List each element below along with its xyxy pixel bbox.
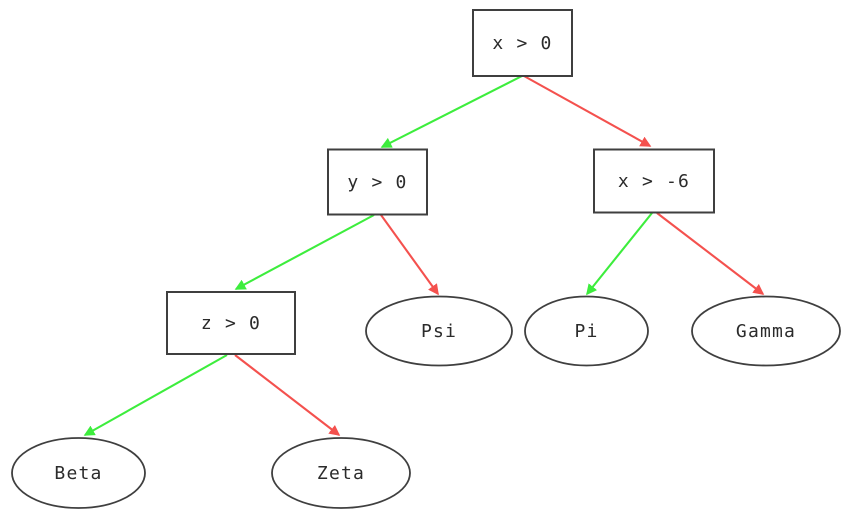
- node-label-zeta: Zeta: [317, 463, 365, 484]
- node-psi[interactable]: Psi: [365, 295, 513, 367]
- edge-xm6-to-gamma-false: [656, 212, 765, 295]
- node-xm6[interactable]: x > -6: [593, 148, 715, 214]
- node-z0[interactable]: z > 0: [166, 291, 296, 355]
- node-label-gamma: Gamma: [736, 321, 796, 342]
- edge-y0-to-psi-false: [380, 214, 439, 296]
- node-pi[interactable]: Pi: [524, 295, 649, 367]
- edge-root-to-xm6-false: [523, 75, 652, 147]
- node-ellipse-beta[interactable]: [11, 437, 146, 509]
- node-rect-y0[interactable]: [327, 148, 428, 216]
- node-label-z0: z > 0: [201, 313, 261, 334]
- node-ellipse-zeta[interactable]: [271, 437, 411, 509]
- edge-y0-to-z0-true: [234, 214, 375, 290]
- edge-xm6-to-pi-true: [586, 212, 653, 296]
- edges-layer: [83, 75, 765, 436]
- edge-root-to-y0-true: [380, 75, 523, 148]
- node-gamma[interactable]: Gamma: [691, 295, 841, 367]
- node-label-psi: Psi: [421, 321, 457, 342]
- node-label-xm6: x > -6: [618, 171, 690, 192]
- node-rect-root[interactable]: [472, 9, 573, 77]
- edge-z0-to-beta-true: [83, 354, 228, 436]
- node-ellipse-pi[interactable]: [524, 295, 649, 367]
- node-label-pi: Pi: [574, 321, 598, 342]
- edge-z0-to-zeta-false: [234, 354, 341, 436]
- node-ellipse-psi[interactable]: [365, 295, 513, 367]
- node-ellipse-gamma[interactable]: [691, 295, 841, 367]
- node-beta[interactable]: Beta: [11, 437, 146, 509]
- node-zeta[interactable]: Zeta: [271, 437, 411, 509]
- node-label-root: x > 0: [492, 33, 552, 54]
- node-root[interactable]: x > 0: [472, 9, 573, 77]
- node-y0[interactable]: y > 0: [327, 148, 428, 216]
- node-label-y0: y > 0: [347, 172, 407, 193]
- node-rect-z0[interactable]: [166, 291, 296, 355]
- node-label-beta: Beta: [54, 463, 102, 484]
- node-rect-xm6[interactable]: [593, 148, 715, 214]
